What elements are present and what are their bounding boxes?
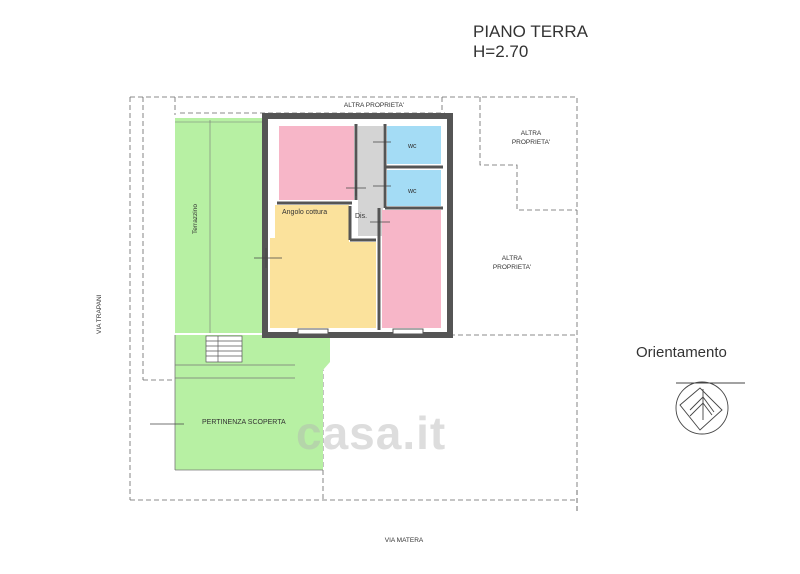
plan-title: PIANO TERRA (473, 22, 588, 41)
compass-icon (675, 381, 745, 435)
property-boundaries (129, 96, 578, 513)
room-pink-top (279, 126, 354, 200)
label-orientamento: Orientamento (636, 344, 727, 361)
room-pink-right (382, 210, 441, 328)
windows (297, 328, 424, 335)
label-altra-right-mid-1: ALTRA (501, 255, 523, 262)
label-wc-2: wc (408, 188, 417, 195)
label-pertinenza: PERTINENZA SCOPERTA (202, 419, 286, 426)
room-wc-1 (387, 126, 441, 164)
watermark-logo: casa.it (296, 407, 447, 459)
label-angolo-cottura: Angolo cottura (282, 209, 328, 216)
label-wc-1: wc (408, 143, 417, 150)
label-disimpegno: Dis. (355, 213, 368, 220)
label-altra-top: ALTRA PROPRIETA' (343, 102, 405, 109)
terrazzino-area (175, 118, 269, 333)
label-terrazzino: Terrazzino (192, 204, 199, 234)
room-kitchen (270, 205, 376, 328)
room-wc-2 (387, 170, 441, 206)
label-altra-right-top-2: PROPRIETA' (511, 139, 551, 146)
stairs (205, 335, 243, 363)
ceiling-height: H=2.70 (473, 42, 529, 61)
pertinenza-area (175, 335, 330, 470)
label-via-matera: VIA MATERA (384, 537, 424, 544)
label-altra-right-mid-2: PROPRIETA' (492, 264, 532, 271)
label-via-trapani: VIA TRAPANI (96, 294, 103, 335)
label-altra-right-top-1: ALTRA (520, 130, 542, 137)
